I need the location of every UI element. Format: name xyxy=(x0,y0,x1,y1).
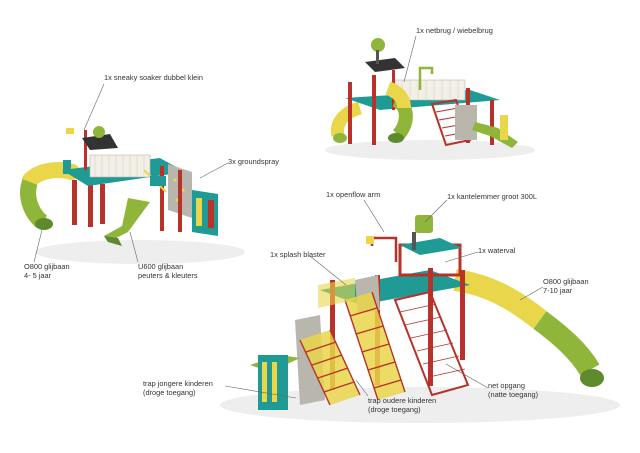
label-o800-large-line1: O800 glijbaan xyxy=(543,277,589,286)
label-net-opgang: net opgang (natte toegang) xyxy=(488,381,538,399)
label-sneaky-soaker: 1x sneaky soaker dubbel klein xyxy=(104,73,203,82)
label-net-opgang-line2: (natte toegang) xyxy=(488,390,539,399)
label-trap-jongere-line2: (droge toegang) xyxy=(143,388,196,397)
label-groundspray: 3x groundspray xyxy=(228,157,279,166)
playground-model-medium xyxy=(325,38,535,160)
label-trap-oudere-line1: trap oudere kinderen xyxy=(368,396,437,405)
playground-model-small xyxy=(20,126,245,264)
label-u600-line2: peuters & kleuters xyxy=(138,271,198,280)
label-waterval-text: 1x waterval xyxy=(478,246,516,255)
label-o800-small-line1: O800 glijbaan xyxy=(24,262,70,271)
label-groundspray-text: 3x groundspray xyxy=(228,157,279,166)
label-trap-oudere-line2: (droge toegang) xyxy=(368,405,421,414)
playground-model-large xyxy=(220,215,620,423)
label-openflow: 1x openflow arm xyxy=(326,190,380,199)
label-kantelemmer: 1x kantelemmer groot 300L xyxy=(447,192,537,201)
label-u600-line1: U600 glijbaan xyxy=(138,262,184,271)
label-kantelemmer-text: 1x kantelemmer groot 300L xyxy=(447,192,537,201)
label-trap-jongere-line1: trap jongere kinderen xyxy=(143,379,213,388)
label-sneaky-soaker-text: 1x sneaky soaker dubbel klein xyxy=(104,73,204,82)
label-trap-jongere: trap jongere kinderen (droge toegang) xyxy=(143,379,213,397)
label-splash-blaster-text: 1x splash blaster xyxy=(270,250,326,259)
label-netbrug: 1x netbrug / wiebelbrug xyxy=(416,26,493,35)
label-splash-blaster: 1x splash blaster xyxy=(270,250,325,259)
leader-lines xyxy=(33,35,544,399)
label-waterval: 1x waterval xyxy=(478,246,515,255)
label-openflow-text: 1x openflow arm xyxy=(326,190,381,199)
label-o800-small-line2: 4- 5 jaar xyxy=(24,271,52,280)
label-o800-small: O800 glijbaan 4- 5 jaar xyxy=(24,262,70,280)
label-o800-large: O800 glijbaan 7-10 jaar xyxy=(543,277,589,295)
label-net-opgang-line1: net opgang xyxy=(488,381,525,390)
label-netbrug-text: 1x netbrug / wiebelbrug xyxy=(416,26,493,35)
label-o800-large-line2: 7-10 jaar xyxy=(543,286,573,295)
label-trap-oudere: trap oudere kinderen (droge toegang) xyxy=(368,396,436,414)
label-u600: U600 glijbaan peuters & kleuters xyxy=(138,262,198,280)
